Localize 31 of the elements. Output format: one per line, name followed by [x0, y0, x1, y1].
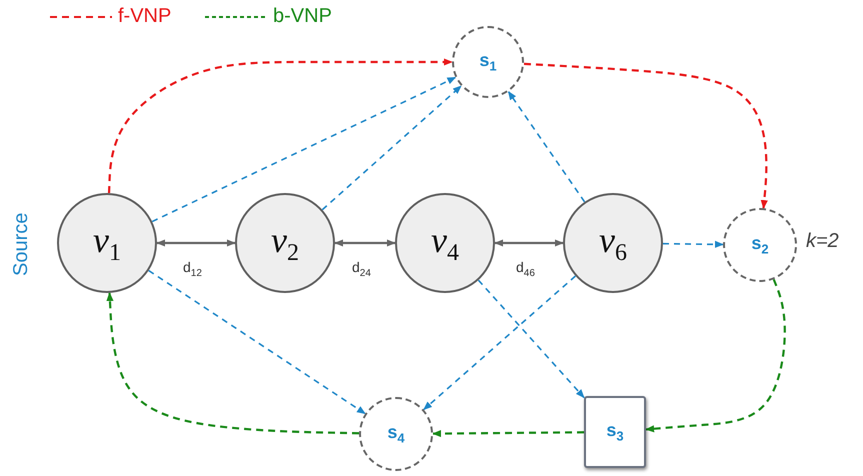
node-label: s$_{2}$ [751, 233, 769, 257]
server-box [584, 396, 646, 468]
arrow [152, 76, 456, 222]
arrow [322, 85, 462, 210]
arrow [478, 280, 585, 398]
legend-label: b-VNP [273, 5, 332, 28]
arrow [108, 58, 453, 194]
arrow [106, 292, 360, 434]
node-label: s$_{4}$ [387, 422, 405, 446]
double-arrow [494, 239, 564, 247]
double-arrow [334, 239, 396, 247]
legend-label: f-VNP [118, 5, 172, 28]
node-label: v$_{4}$ [431, 218, 459, 268]
parameter-label: k=2 [806, 230, 839, 253]
edge-label: d$_{12}$ [182, 259, 203, 279]
edge-label: d$_{24}$ [351, 259, 372, 279]
node-label: v$_{1}$ [93, 218, 121, 268]
node-label: v$_{6}$ [599, 218, 627, 268]
arrow [423, 275, 576, 410]
arrow [662, 240, 724, 248]
edge-label: d$_{46}$ [515, 259, 536, 279]
arrow [524, 62, 768, 210]
node-label: v$_{2}$ [271, 218, 299, 268]
arrow [645, 278, 786, 432]
axis-title: Source [10, 212, 33, 276]
double-arrow [156, 239, 236, 247]
arrow [432, 430, 584, 438]
node-label: s$_{3}$ [606, 420, 624, 444]
arrow [508, 90, 586, 202]
arrow [148, 270, 366, 414]
node-label: s$_{1}$ [479, 50, 497, 74]
